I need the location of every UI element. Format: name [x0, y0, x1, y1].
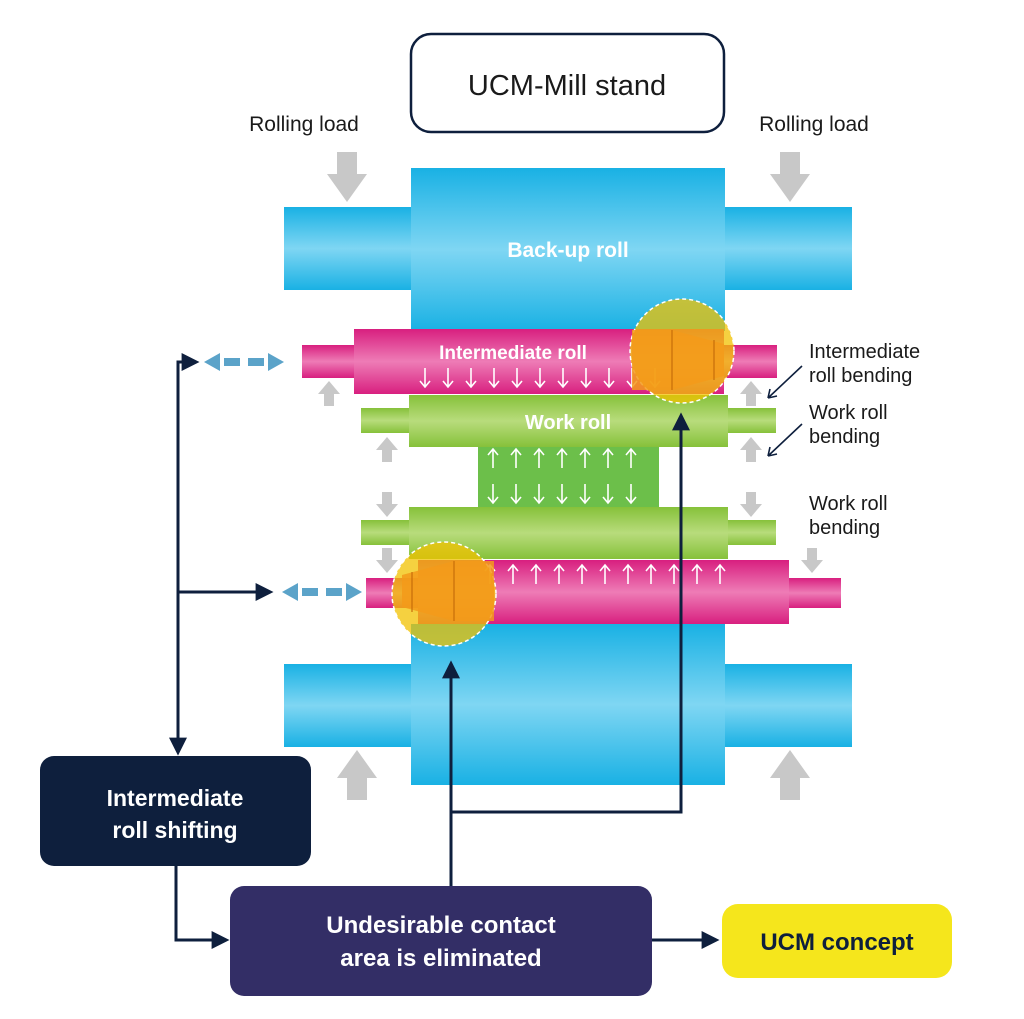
strip — [478, 447, 659, 507]
ucm-concept-label: UCM concept — [760, 929, 913, 956]
shifting-label-1: Intermediate — [107, 785, 244, 811]
page-title: UCM-Mill stand — [468, 70, 666, 102]
load-arrow-icon — [337, 750, 377, 800]
shifting-label-2: roll shifting — [112, 817, 237, 843]
work-bending-bottom-label-2: bending — [809, 517, 880, 539]
taper-highlight-top — [629, 298, 735, 404]
rolling-load-right-label: Rolling load — [759, 113, 869, 136]
work-roll-label: Work roll — [525, 412, 611, 434]
top-backup-roll: Back-up roll — [284, 168, 852, 331]
undesirable-contact-box: Undesirable contact area is eliminated — [230, 886, 652, 996]
backup-roll-label: Back-up roll — [507, 239, 628, 262]
work-bending-bottom-label-1: Work roll — [809, 493, 888, 515]
intermediate-roll-label: Intermediate roll — [439, 343, 587, 364]
shift-arrow-bottom — [282, 583, 362, 601]
flow-lines — [169, 353, 720, 949]
load-arrow-icon — [770, 750, 810, 800]
load-arrow-icon — [327, 152, 367, 202]
shift-arrow-top — [204, 353, 284, 371]
intermediate-roll-shifting-box: Intermediate roll shifting — [40, 756, 311, 866]
intermediate-bending-label-2: roll bending — [809, 365, 912, 387]
top-work-roll: Work roll — [361, 395, 776, 447]
work-bending-top-label-1: Work roll — [809, 402, 888, 424]
rolling-load-left-label: Rolling load — [249, 113, 359, 136]
bending-arrows — [318, 381, 823, 573]
title-box: UCM-Mill stand — [409, 32, 726, 134]
contact-label-1: Undesirable contact — [326, 912, 555, 939]
intermediate-bending-label-1: Intermediate — [809, 341, 920, 363]
load-arrow-icon — [770, 152, 810, 202]
contact-label-2: area is eliminated — [340, 945, 541, 972]
bending-pointers — [767, 365, 803, 457]
taper-highlight-bottom — [391, 541, 497, 647]
work-bending-top-label-2: bending — [809, 426, 880, 448]
bottom-backup-roll — [284, 624, 852, 785]
ucm-concept-box: UCM concept — [722, 904, 952, 978]
